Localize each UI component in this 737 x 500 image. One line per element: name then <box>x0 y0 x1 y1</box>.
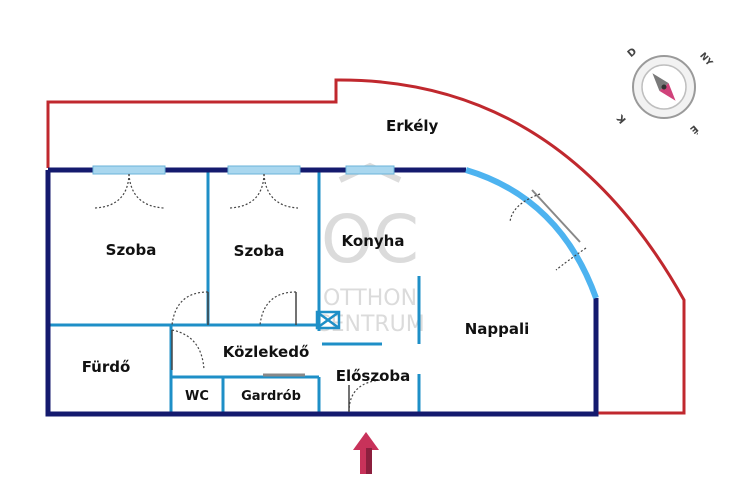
room-label-szoba-2: Szoba <box>234 242 285 260</box>
room-label-eloszoba: Előszoba <box>336 367 411 385</box>
compass-east: NY <box>697 51 714 69</box>
watermark-logo: OC <box>321 201 419 278</box>
curved-window-frame <box>531 189 581 243</box>
compass-icon: D NY K É <box>615 46 715 137</box>
room-label-wc: WC <box>185 389 209 404</box>
compass-west: K <box>615 111 629 125</box>
room-label-konyha: Konyha <box>342 232 405 250</box>
room-label-szoba-1: Szoba <box>106 241 157 259</box>
balcony-outline <box>46 78 686 415</box>
watermark-line2: CENTRUM <box>315 312 425 337</box>
kitchen-fixture <box>315 310 341 330</box>
room-label-gardrob: Gardrób <box>241 389 301 404</box>
door-leaves <box>171 292 350 412</box>
door-swings <box>94 173 587 413</box>
compass-south: É <box>687 123 701 137</box>
room-label-nappali: Nappali <box>465 320 530 338</box>
room-label-erkely: Erkély <box>386 117 439 135</box>
room-label-furdo: Fürdő <box>82 358 131 376</box>
inner-walls <box>48 170 421 412</box>
curved-window-wall <box>465 167 599 300</box>
compass-north: D <box>626 46 639 60</box>
entrance-arrow-icon <box>353 432 379 474</box>
windows-top <box>92 165 395 175</box>
watermark: OC OTTHON CENTRUM <box>315 162 425 337</box>
watermark-line1: OTTHON <box>323 286 417 311</box>
room-label-kozlekedo: Közlekedő <box>223 343 310 361</box>
